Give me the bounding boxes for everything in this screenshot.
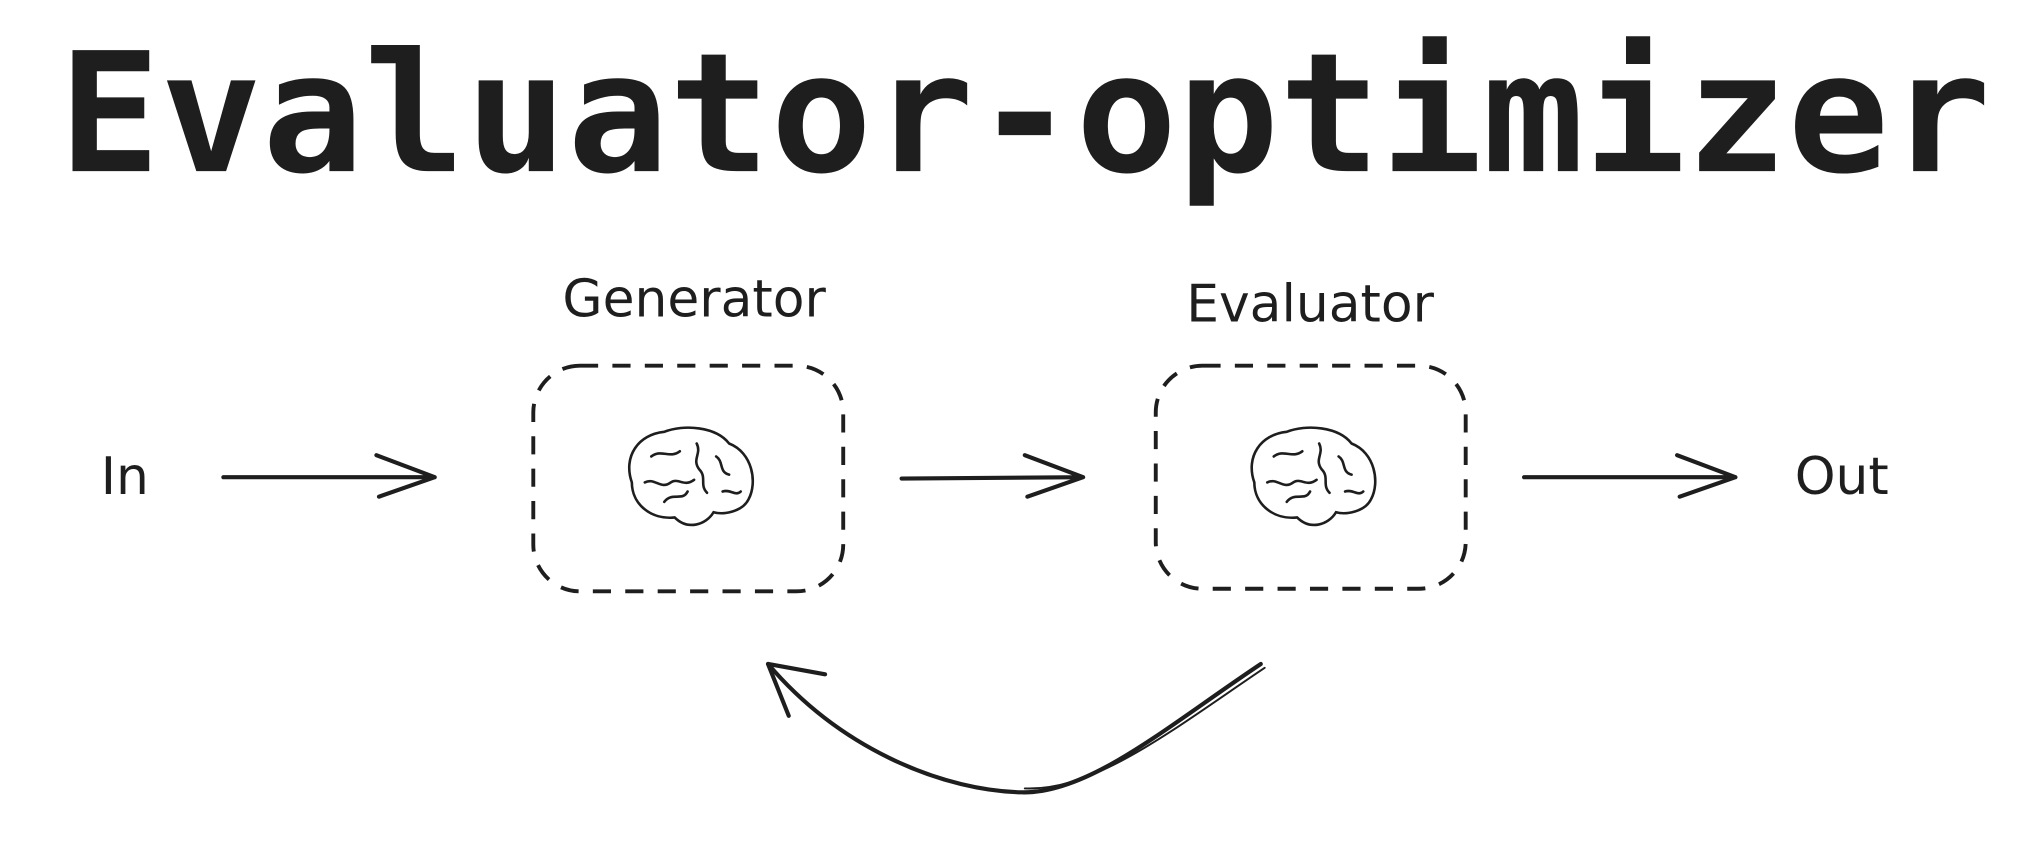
- evaluator-box: [1153, 363, 1468, 591]
- generator-box: [531, 363, 846, 594]
- input-label: In: [101, 447, 149, 507]
- brain-icon: [627, 426, 755, 527]
- brain-icon: [1250, 426, 1377, 527]
- feedback-arrow: [765, 661, 1266, 795]
- generator-label: Generator: [562, 269, 826, 329]
- page-title: Evaluator-optimizer: [59, 18, 1991, 211]
- arrow-evaluator-to-out: [1521, 453, 1738, 499]
- arrow-generator-to-evaluator: [899, 453, 1086, 499]
- arrow-in-to-generator: [221, 453, 437, 499]
- output-label: Out: [1795, 447, 1889, 507]
- evaluator-label: Evaluator: [1186, 275, 1434, 335]
